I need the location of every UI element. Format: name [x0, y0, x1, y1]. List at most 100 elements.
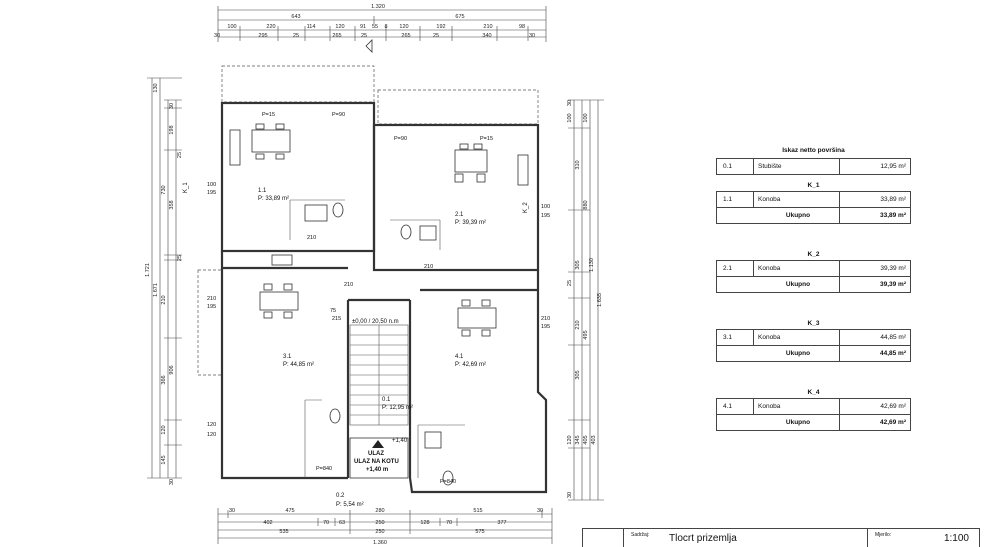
dim-top-r3-c: 25: [293, 33, 299, 39]
opening-labels: 100 195 210 195 100 195 210 195 120 120 …: [207, 182, 550, 438]
drawing-title-block: Sadržaj: Tlocrt prizemlja Mjerilo: 1:100: [582, 528, 980, 547]
opening-dim: 195: [541, 213, 550, 219]
window-code: P=840: [316, 466, 332, 472]
opening-dim: 195: [207, 304, 216, 310]
cell-no: 1.1: [717, 192, 754, 207]
dim-top-overall: 1.320: [371, 4, 385, 10]
room-labels: 1.1 P: 33,89 m² 2.1 P: 39,39 m² 3.1 P: 4…: [183, 182, 529, 508]
cell-sum: 39,39 m²: [879, 281, 906, 288]
cell-sum-label: Ukupno: [753, 277, 840, 292]
room-4-1-id: 4.1: [455, 354, 464, 360]
dim-left-outer-d: 906: [169, 365, 175, 374]
cell-area: 12,95 m²: [880, 163, 906, 170]
room-0-2-id: 0.2: [336, 493, 345, 499]
window-code: P=15: [480, 136, 493, 142]
dim-left-outer-e: 145: [161, 455, 167, 464]
cell-no: 3.1: [717, 330, 754, 345]
window-labels: P=15 P=90 P=90 P=15 P=840 P=840: [262, 112, 493, 485]
dim-top-r2-h: 210: [483, 24, 492, 30]
dim-right-a4: 305: [575, 260, 581, 269]
group-head-k3: K_3: [807, 320, 820, 327]
dim-bot-r2-g: 377: [497, 520, 506, 526]
dim-top-right: 675: [455, 14, 464, 20]
cell-name: Stubište: [754, 159, 840, 174]
cell-no: 0.1: [717, 159, 754, 174]
cell-name: Konoba: [754, 399, 840, 414]
dim-bot-r3-b: 250: [375, 529, 384, 535]
dim-top-r2-e: 91: [360, 24, 366, 30]
cell-sum-label: Ukupno: [753, 208, 840, 223]
dim-right-c0: 405: [583, 435, 589, 444]
dim-right-b4: 30: [567, 492, 573, 498]
group-head-k2: K_2: [807, 251, 820, 258]
room-4-1-area: P: 42,69 m²: [455, 362, 486, 368]
dim-right-a5: 210: [575, 320, 581, 329]
opening-dim: 120: [207, 422, 216, 428]
dim-left-inner-d: 358: [169, 200, 175, 209]
dim-left-outer-a: 130: [153, 83, 159, 92]
cell-sum: 42,69 m²: [879, 419, 906, 426]
cell-no: 4.1: [717, 399, 754, 414]
room-2-1-area: P: 39,39 m²: [455, 220, 486, 226]
cell-empty: [717, 277, 753, 292]
dim-left-inner-e: 25: [177, 255, 183, 261]
table-title: Iskaz netto površina: [782, 147, 845, 154]
table-row-sum: Ukupno 33,89 m²: [716, 208, 911, 224]
dim-bot-r1-b: 475: [285, 508, 294, 514]
top-dimension-chains: [217, 6, 547, 42]
dim-left-inner-g: 366: [161, 375, 167, 384]
group-head-k4: K_4: [807, 389, 820, 396]
table-row: 4.1 Konoba 42,69 m²: [716, 398, 911, 415]
cell-name: Konoba: [754, 192, 840, 207]
dim-bot-r1-e: 30: [537, 508, 543, 514]
cell-name: Konoba: [754, 330, 840, 345]
group-head-k1: K_1: [807, 182, 820, 189]
entry-text-1: ULAZ NA KOTU: [354, 459, 399, 465]
cell-sum-label: Ukupno: [753, 415, 840, 430]
dim-bot-r2-a: 402: [263, 520, 272, 526]
dim-bot-r2-f: 70: [446, 520, 452, 526]
dim-bot-r2-b: 70: [323, 520, 329, 526]
cell-name: Konoba: [754, 261, 840, 276]
cell-area: 44,85 m²: [880, 334, 906, 341]
entry-text-2: +1,40 m: [366, 467, 388, 473]
dim-top-r3-e: 25: [361, 33, 367, 39]
table-row-sum: Ukupno 42,69 m²: [716, 415, 911, 431]
opening-dim: 195: [541, 324, 550, 330]
bottom-dimension-chains: [217, 508, 553, 544]
right-dimension-chains: [568, 99, 604, 501]
dim-top-r3-a: 30: [214, 33, 220, 39]
entry-sign: ULAZ: [368, 451, 384, 457]
dim-right-b0: 100: [583, 113, 589, 122]
k2-marker: K_2: [523, 202, 529, 213]
dim-right-a0: 30: [567, 100, 573, 106]
cell-area: 33,89 m²: [880, 196, 906, 203]
dim-right-a1: 100: [567, 113, 573, 122]
cell-empty: [717, 346, 753, 361]
building-walls: [220, 101, 548, 494]
table-row-sum: Ukupno 39,39 m²: [716, 277, 911, 293]
cell-sum-label: Ukupno: [753, 346, 840, 361]
dim-bot-r3-c: 575: [475, 529, 484, 535]
left-dimension-chains: [147, 77, 182, 479]
dim-bot-r1-d: 515: [473, 508, 482, 514]
table-row: 3.1 Konoba 44,85 m²: [716, 329, 911, 346]
dim-left-mid: 1.671: [153, 283, 159, 297]
room-2-1-id: 2.1: [455, 212, 464, 218]
dim-top-r2-g: 192: [436, 24, 445, 30]
dim-left-outer-c: 210: [161, 295, 167, 304]
dim-top-r2-d: 120: [335, 24, 344, 30]
opening-dim: 210: [344, 282, 353, 288]
room-1-1-area: P: 33,89 m²: [258, 196, 289, 202]
window-code: P=90: [394, 136, 407, 142]
level-entry: +1,40: [392, 438, 408, 444]
table-row-stair: 0.1 Stubište 12,95 m²: [716, 158, 911, 175]
dim-right-a7: 305: [575, 370, 581, 379]
dim-top-r3-b: 295: [258, 33, 267, 39]
dim-right-mid: 1.130: [589, 258, 595, 272]
cell-sum: 33,89 m²: [879, 212, 906, 219]
dim-left-inner-i: 30: [169, 479, 175, 485]
opening-dim: 210: [541, 316, 550, 322]
cell-area: 42,69 m²: [880, 403, 906, 410]
